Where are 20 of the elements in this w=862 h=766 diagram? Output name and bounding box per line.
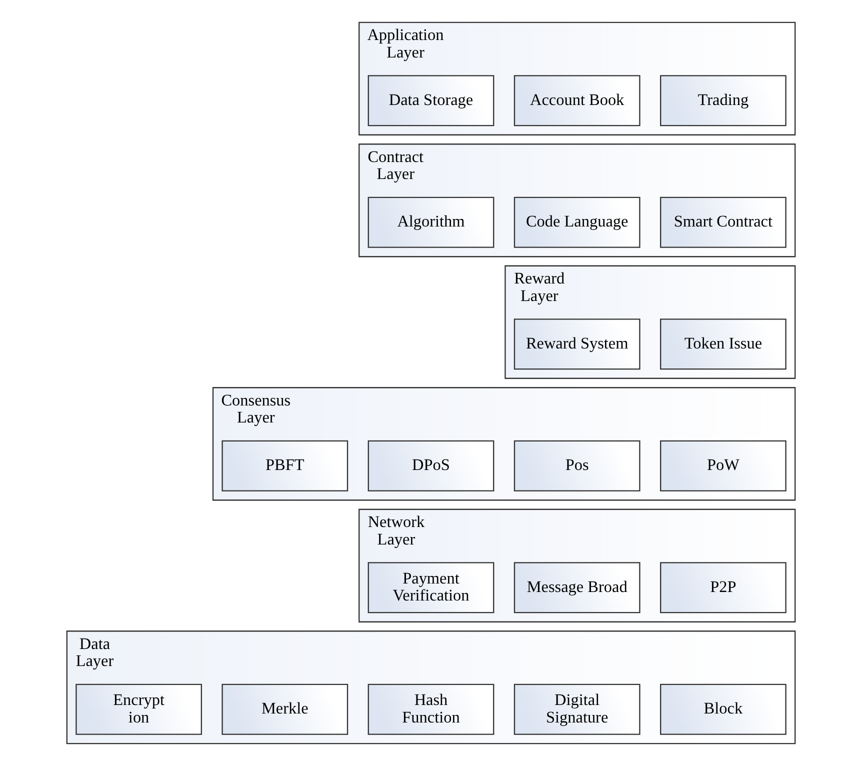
node-box: Token Issue (660, 318, 786, 370)
node-box: Code Language (514, 196, 640, 248)
node-box: Hash Function (368, 684, 494, 735)
node-box: Trading (660, 75, 786, 126)
node-box: Payment Verification (368, 562, 494, 614)
node-box: Encrypt ion (76, 684, 202, 735)
node-box: DPoS (368, 440, 494, 492)
node-box: Block (660, 684, 786, 735)
node-box: Data Storage (368, 75, 494, 126)
node-box: PoW (660, 440, 786, 492)
node-box: PBFT (222, 440, 348, 492)
node-box: Account Book (514, 75, 640, 126)
node-box: P2P (660, 562, 786, 614)
node-box: Digital Signature (514, 684, 640, 735)
node-box: Smart Contract (660, 196, 786, 248)
node-box: Reward System (514, 318, 640, 370)
node-box: Merkle (222, 684, 348, 735)
node-box: Algorithm (368, 196, 494, 248)
node-box: Message Broad (514, 562, 640, 614)
node-box: Pos (514, 440, 640, 492)
